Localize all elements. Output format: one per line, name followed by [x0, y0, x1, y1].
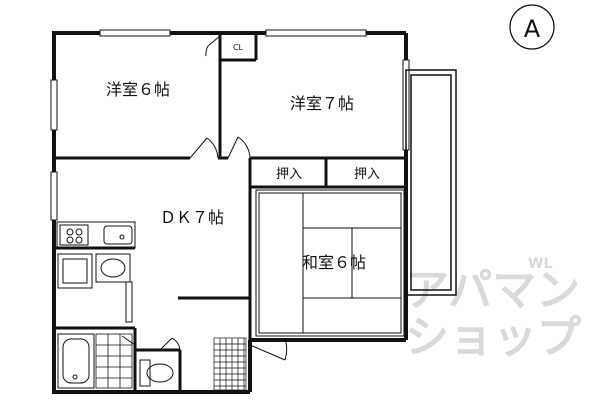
door-swings [121, 35, 288, 361]
watermark-small: WL [528, 256, 552, 272]
toilet [139, 359, 174, 387]
compass-north-letter: A [524, 15, 541, 43]
entrance-floor [213, 337, 247, 391]
kitchen-sink [56, 221, 136, 249]
closet-label-1: 押入 [276, 167, 302, 182]
watermark-logo: アパマン ショップ WL [405, 256, 581, 363]
washroom-fixtures [57, 253, 133, 323]
room-label-japanese-6: 和室６帖 [302, 253, 366, 272]
compass-icon: A [509, 4, 555, 50]
room-label-dk-7: ＤＫ７帖 [160, 208, 224, 227]
shower-floor [95, 333, 133, 389]
closet-label-2: 押入 [354, 167, 380, 182]
windows [50, 29, 410, 221]
balcony [405, 69, 457, 296]
room-label-western-6: 洋室６帖 [106, 80, 170, 99]
tatami-mats [255, 189, 405, 337]
closet-label-cl: CL [233, 43, 244, 52]
watermark-line2: ショップ [405, 312, 581, 363]
bathtub [57, 333, 95, 389]
room-label-western-7: 洋室７帖 [290, 94, 354, 113]
